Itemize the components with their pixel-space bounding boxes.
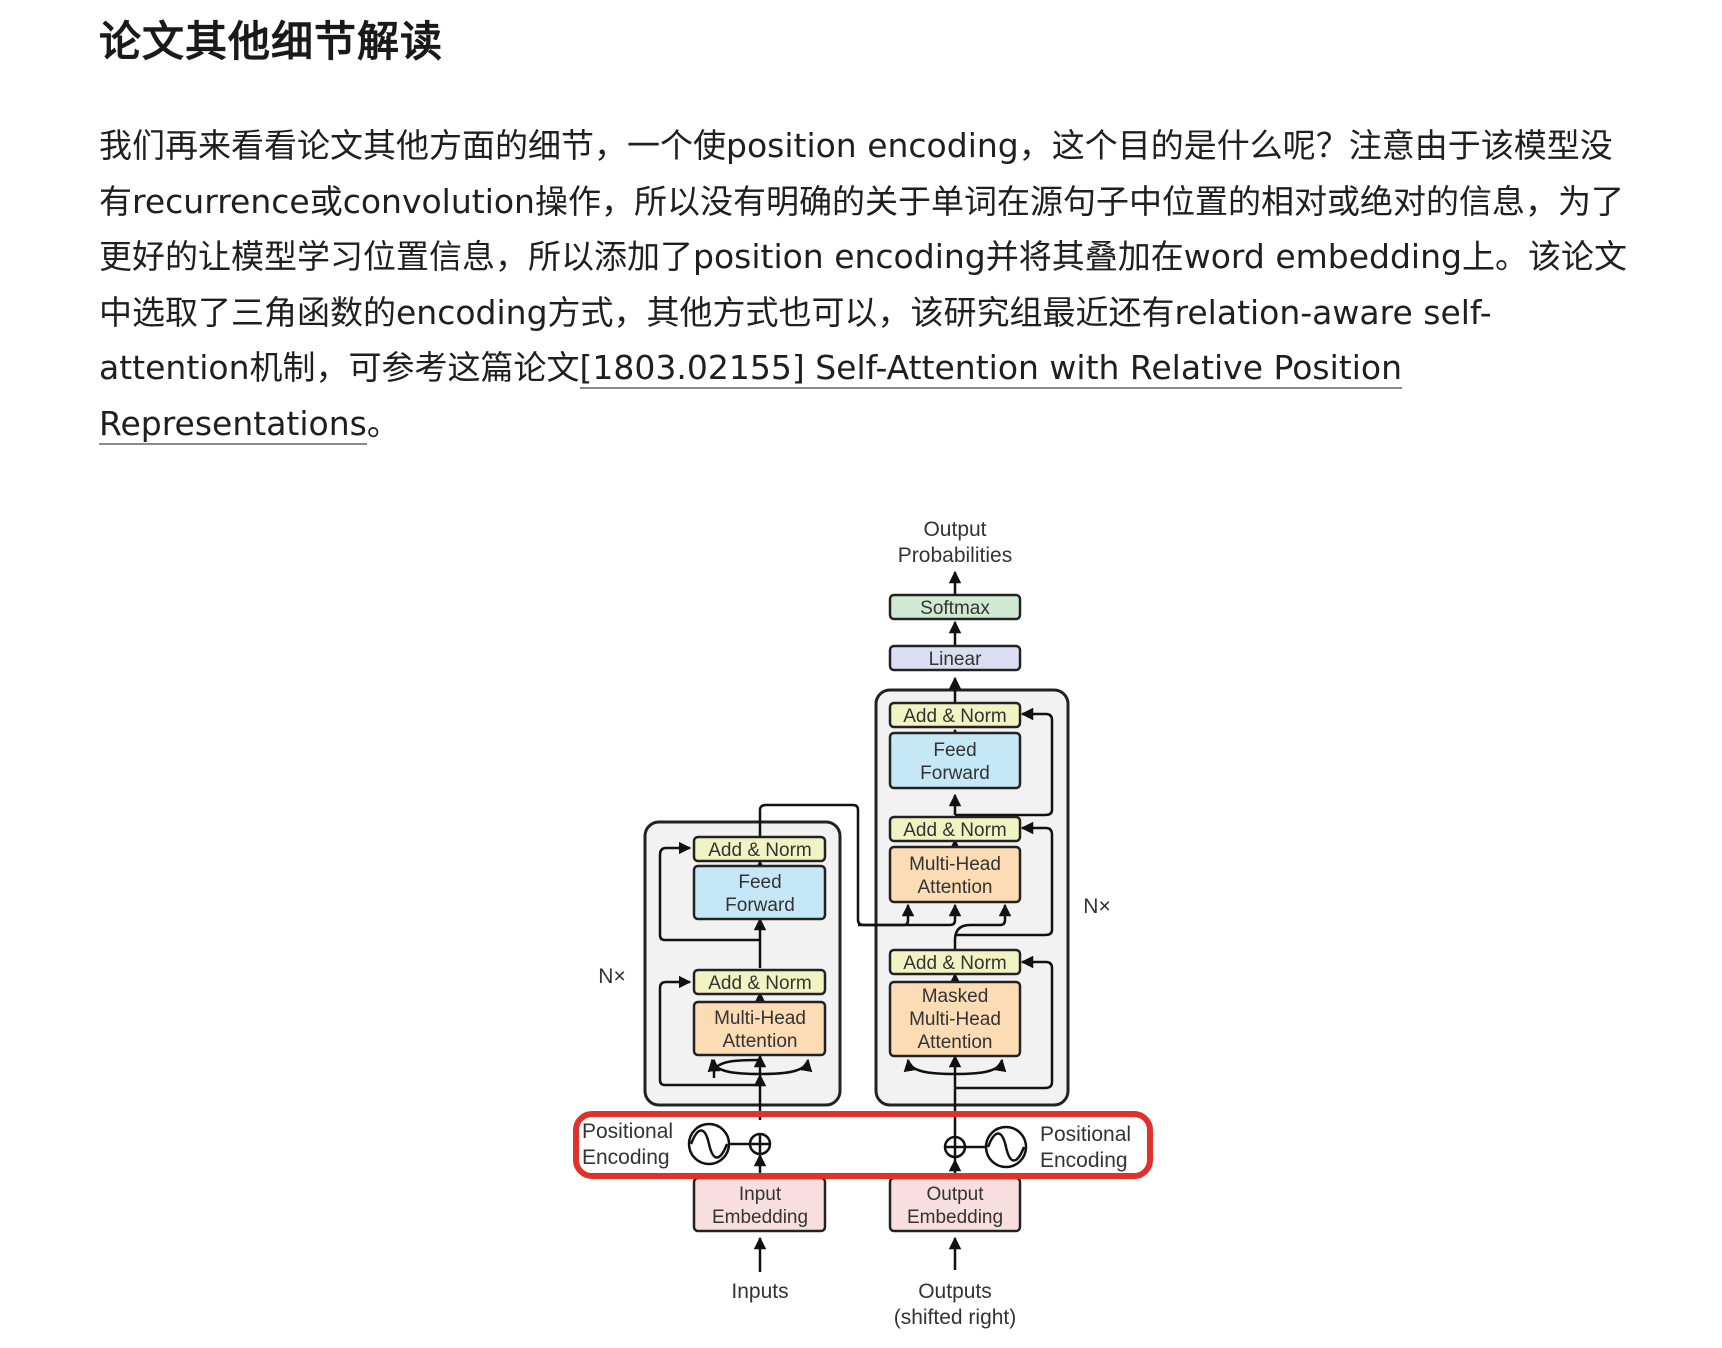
svg-text:Add & Norm: Add & Norm xyxy=(903,953,1006,974)
connection-lines xyxy=(658,570,1054,1270)
page-title: 论文其他细节解读 xyxy=(99,17,444,66)
svg-text:Encoding: Encoding xyxy=(1040,1149,1128,1172)
svg-text:Output: Output xyxy=(923,518,986,541)
svg-text:(shifted right): (shifted right) xyxy=(894,1306,1017,1329)
paragraph-end: 。 xyxy=(366,403,400,443)
svg-text:Forward: Forward xyxy=(725,895,795,916)
svg-text:Add & Norm: Add & Norm xyxy=(708,840,811,861)
svg-text:Attention: Attention xyxy=(723,1031,798,1052)
encoder-add-norm-bottom: Add & Norm xyxy=(692,968,827,996)
encoder-stack xyxy=(643,820,842,1107)
svg-text:Positional: Positional xyxy=(1040,1123,1131,1146)
outputs-label: Outputs (shifted right) xyxy=(894,1280,1017,1329)
linear-block: Linear xyxy=(888,644,1022,672)
svg-text:Multi-Head: Multi-Head xyxy=(909,854,1001,875)
svg-text:Attention: Attention xyxy=(918,877,993,898)
paper-link[interactable]: [1803.02155] Self-Attention with Relativ… xyxy=(99,348,1402,445)
softmax-block: Softmax xyxy=(888,593,1022,621)
decoder-add-norm-bottom: Add & Norm xyxy=(888,948,1022,976)
svg-text:Input: Input xyxy=(739,1184,782,1205)
svg-text:Add & Norm: Add & Norm xyxy=(903,706,1006,727)
output-embedding-block: Output Embedding xyxy=(888,1176,1022,1233)
svg-text:Outputs: Outputs xyxy=(918,1280,992,1303)
svg-text:Add & Norm: Add & Norm xyxy=(903,820,1006,841)
encoder-add-operator-icon xyxy=(748,1132,772,1156)
encoder-feed-forward: Feed Forward xyxy=(692,864,827,921)
decoder-add-norm-middle: Add & Norm xyxy=(888,815,1022,843)
svg-text:Masked: Masked xyxy=(922,986,989,1007)
svg-text:Attention: Attention xyxy=(918,1032,993,1053)
decoder-positional-encoding-label: Positional Encoding xyxy=(1040,1123,1131,1172)
input-embedding-block: Input Embedding xyxy=(692,1176,827,1233)
output-probabilities-label: Output Probabilities xyxy=(898,518,1012,567)
decoder-multi-head-attention: Multi-Head Attention xyxy=(888,845,1022,904)
svg-text:Feed: Feed xyxy=(933,740,976,761)
svg-text:Add & Norm: Add & Norm xyxy=(708,973,811,994)
encoder-positional-encoding-label: Positional Encoding xyxy=(582,1120,673,1169)
decoder-masked-multi-head-attention: Masked Multi-Head Attention xyxy=(888,980,1022,1058)
positional-encoding-highlight xyxy=(573,1111,1153,1179)
svg-text:Softmax: Softmax xyxy=(920,598,990,619)
svg-text:Multi-Head: Multi-Head xyxy=(909,1009,1001,1030)
encoder-multi-head-attention: Multi-Head Attention xyxy=(692,1000,827,1057)
decoder-add-operator-icon xyxy=(943,1135,967,1159)
svg-text:Feed: Feed xyxy=(738,872,781,893)
svg-text:Encoding: Encoding xyxy=(582,1146,670,1169)
svg-text:Probabilities: Probabilities xyxy=(898,544,1012,567)
svg-text:Forward: Forward xyxy=(920,763,990,784)
inputs-label: Inputs xyxy=(731,1280,788,1303)
paragraph-body: 我们再来看看论文其他方面的细节，一个使position encoding，这个目… xyxy=(99,126,1627,387)
decoder-sine-wave-icon xyxy=(984,1125,1028,1169)
decoder-feed-forward: Feed Forward xyxy=(888,731,1022,790)
encoder-n-times-label: N× xyxy=(598,965,625,988)
svg-text:Positional: Positional xyxy=(582,1120,673,1143)
article-paragraph: 我们再来看看论文其他方面的细节，一个使position encoding，这个目… xyxy=(99,118,1639,451)
svg-text:Output: Output xyxy=(926,1184,984,1205)
decoder-add-norm-top: Add & Norm xyxy=(888,701,1022,729)
svg-text:Linear: Linear xyxy=(929,649,982,670)
encoder-add-norm-top: Add & Norm xyxy=(692,835,827,863)
encoder-sine-wave-icon xyxy=(687,1122,731,1166)
svg-text:Embedding: Embedding xyxy=(907,1207,1003,1228)
svg-text:Embedding: Embedding xyxy=(712,1207,808,1228)
decoder-n-times-label: N× xyxy=(1083,895,1110,918)
svg-text:Multi-Head: Multi-Head xyxy=(714,1008,806,1029)
